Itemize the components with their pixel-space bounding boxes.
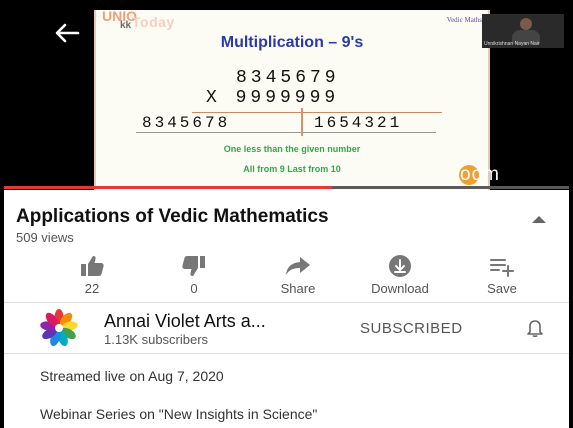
subscriber-count: 1.13K subscribers bbox=[104, 332, 209, 347]
participant-head bbox=[520, 18, 532, 30]
slide-logo-sub: kk bbox=[120, 20, 132, 31]
slide-multiplier: X 9999999 bbox=[206, 88, 340, 108]
save-label: Save bbox=[487, 281, 517, 296]
participant-video[interactable]: Unnikrishnan Nayan Nair bbox=[482, 14, 564, 48]
playlist-add-icon bbox=[490, 259, 514, 277]
save-button[interactable]: Save bbox=[462, 254, 542, 296]
thumbs-down-icon bbox=[182, 256, 205, 276]
slide-multiply-line bbox=[192, 112, 442, 113]
slide-result-left: 8345678 bbox=[142, 114, 231, 132]
subscribed-button[interactable]: SUBSCRIBED bbox=[360, 320, 463, 337]
participant-body bbox=[512, 30, 540, 44]
divider bbox=[4, 302, 569, 303]
video-description: Webinar Series on "New Insights in Scien… bbox=[40, 406, 318, 422]
share-label: Share bbox=[280, 281, 316, 296]
download-button[interactable]: Download bbox=[360, 254, 440, 296]
slide-note-1: One less than the given number bbox=[223, 144, 361, 154]
slide-multiplicand: 8345679 bbox=[236, 68, 340, 88]
download-icon bbox=[389, 255, 411, 277]
dislike-count: 0 bbox=[190, 281, 198, 296]
chevron-up-icon bbox=[532, 216, 546, 223]
slide-result-box bbox=[136, 110, 436, 133]
back-button[interactable] bbox=[54, 22, 84, 48]
share-button[interactable]: Share bbox=[258, 254, 338, 296]
video-title[interactable]: Applications of Vedic Mathematics bbox=[16, 206, 329, 227]
progress-fill bbox=[4, 186, 332, 189]
slide-result-divider bbox=[301, 108, 303, 136]
slide-logo: UNIO bbox=[102, 8, 137, 24]
zoom-logo-dot bbox=[459, 165, 479, 185]
video-slide: UNIO kk Today Vedic Maths Multiplication… bbox=[94, 8, 490, 190]
collapse-button[interactable] bbox=[528, 212, 550, 226]
flower-logo-icon bbox=[40, 309, 78, 347]
channel-avatar[interactable] bbox=[40, 309, 78, 347]
participant-name: Unnikrishnan Nayan Nair bbox=[484, 41, 540, 47]
zoom-watermark: oom bbox=[460, 164, 500, 185]
slide-corner-label: Vedic Maths bbox=[446, 16, 482, 24]
dislike-button[interactable]: 0 bbox=[154, 254, 234, 296]
slide-note-2: All from 9 Last from 10 bbox=[243, 164, 341, 174]
video-player[interactable]: UNIO kk Today Vedic Maths Multiplication… bbox=[4, 4, 569, 190]
arrow-left-icon bbox=[55, 23, 80, 43]
slide-title: Multiplication – 9's bbox=[220, 34, 364, 51]
notification-button[interactable] bbox=[526, 318, 544, 338]
like-button[interactable]: 22 bbox=[52, 254, 132, 296]
thumbs-up-icon bbox=[81, 256, 104, 276]
download-label: Download bbox=[371, 281, 429, 296]
slide-result-right: 1654321 bbox=[314, 114, 403, 132]
bell-icon bbox=[527, 320, 543, 338]
channel-name[interactable]: Annai Violet Arts a... bbox=[104, 311, 266, 331]
like-count: 22 bbox=[84, 281, 100, 296]
slide-brand: Today bbox=[132, 14, 175, 30]
view-count: 509 views bbox=[16, 230, 74, 245]
share-arrow-icon bbox=[286, 257, 310, 275]
stream-date: Streamed live on Aug 7, 2020 bbox=[40, 368, 224, 384]
divider bbox=[4, 353, 569, 354]
progress-bar[interactable] bbox=[4, 186, 569, 189]
